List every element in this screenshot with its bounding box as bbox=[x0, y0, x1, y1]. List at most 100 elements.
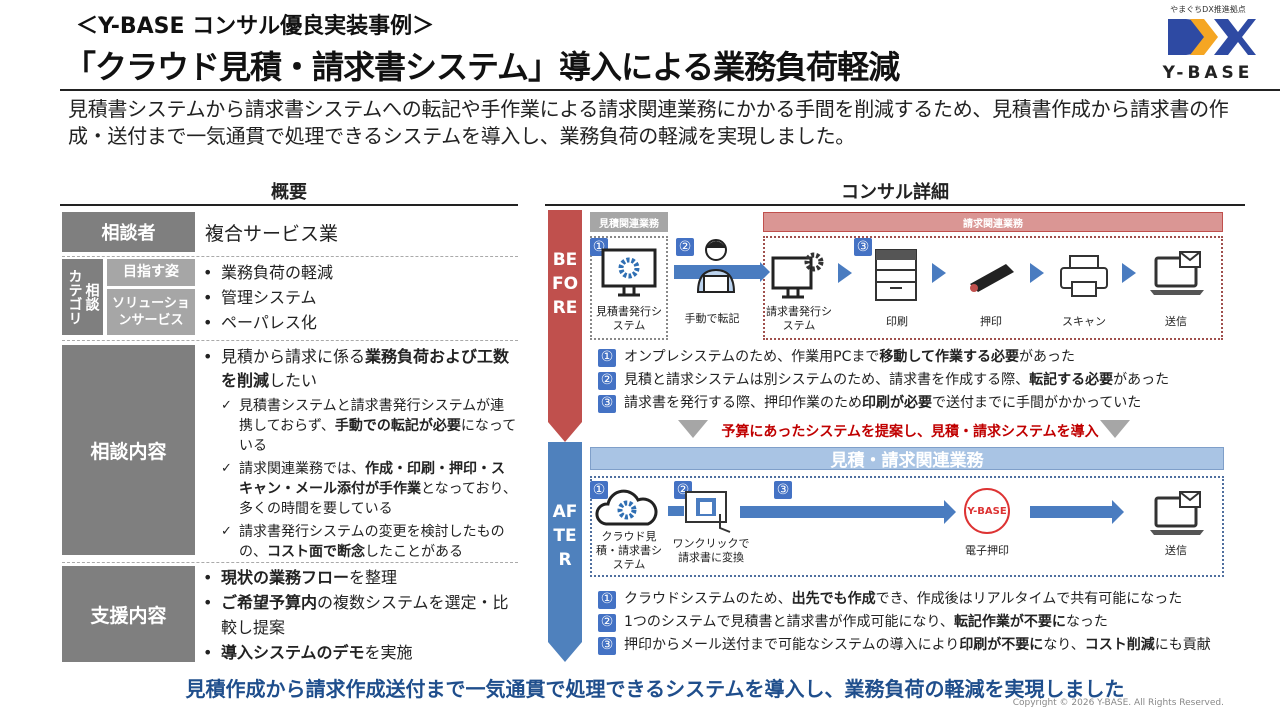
text-segment: の複数システムを選定・比較し提案 bbox=[221, 593, 509, 637]
flow-arrow bbox=[740, 500, 956, 524]
step-label: 送信 bbox=[1165, 544, 1187, 557]
step-label: 手動で転記 bbox=[684, 312, 740, 325]
text-segment: 請求書発行システムの変更を検討したものの、 bbox=[239, 524, 505, 560]
consult-check: 見積書システムと請求書発行システムが連携しておらず、手動での転記が必要になってい… bbox=[203, 396, 518, 456]
invoice-group-label: 請求関連業務 bbox=[763, 212, 1223, 232]
note-badge: ② bbox=[598, 613, 616, 632]
ybase-stamp-icon: Y-BASE bbox=[964, 488, 1010, 534]
before-note: 見積と請求システムは別システムのため、請求書を作成する際、転記する必要があった bbox=[624, 369, 1169, 392]
support-item: ご希望予算内の複数システムを選定・比較し提案 bbox=[203, 590, 518, 640]
estimate-group-box bbox=[590, 236, 668, 340]
step-label: 送信 bbox=[1165, 315, 1187, 328]
text-segment: クラウドシステムのため、 bbox=[624, 591, 792, 607]
step-label: 押印 bbox=[980, 315, 1002, 328]
down-triangle-icon bbox=[1100, 420, 1130, 438]
step-badge: ③ bbox=[854, 238, 872, 256]
stamp-icon bbox=[970, 264, 1014, 292]
category-sub-label: 相談 bbox=[83, 283, 100, 311]
step-label: 請求書発行システム bbox=[766, 305, 832, 332]
support-item: 現状の業務フローを整理 bbox=[203, 565, 518, 590]
step-label: スキャン bbox=[1062, 315, 1106, 328]
step-label: 電子押印 bbox=[965, 544, 1009, 557]
text-segment: でき、作成後はリアルタイムで共有可能になった bbox=[875, 591, 1183, 607]
text-segment: となっており、多くの時間を要している bbox=[239, 481, 517, 517]
note-badge: ② bbox=[598, 371, 616, 390]
dx-logo-icon bbox=[1168, 19, 1256, 55]
scanner-icon bbox=[1060, 255, 1108, 297]
emphasis-text: 印刷が不要に bbox=[959, 637, 1044, 653]
after-group-box bbox=[590, 476, 1224, 577]
text-segment: で送付までに手間がかかっていた bbox=[932, 395, 1142, 411]
emphasis-text: 印刷が必要 bbox=[862, 395, 932, 411]
copyright: Copyright © 2026 Y-BASE. All Rights Rese… bbox=[1012, 698, 1224, 708]
transition-text: 予算にあったシステムを提案し、見積・請求システムを導入 bbox=[721, 424, 1099, 440]
tablet-click-icon bbox=[685, 491, 731, 533]
laptop-mail-icon bbox=[1150, 251, 1204, 295]
text-segment: を整理 bbox=[349, 568, 398, 587]
logo-tagline: やまぐちDX推進拠点 bbox=[1170, 5, 1246, 14]
category-item: 管理システム bbox=[203, 285, 333, 310]
row-divider bbox=[62, 340, 518, 341]
text-segment: オンプレシステムのため、作業用PCまで bbox=[624, 349, 880, 365]
flow-arrow bbox=[1030, 500, 1124, 524]
emphasis-text: 転記作業が不要に bbox=[953, 614, 1066, 630]
text-segment: になっている bbox=[239, 418, 517, 454]
logo-name: Y-BASE bbox=[1162, 63, 1254, 83]
ybase-logo: やまぐちDX推進拠点 Y-BASE bbox=[1158, 4, 1258, 86]
arrow-icon bbox=[932, 263, 946, 283]
overview-heading: 概要 bbox=[271, 182, 307, 203]
conclusion-text: 見積作成から請求作成送付まで一気通貫で処理できるシステムを導入し、業務負荷の軽減… bbox=[185, 677, 1125, 701]
title-divider bbox=[60, 89, 1280, 91]
row-divider bbox=[62, 256, 518, 257]
before-after-arrows bbox=[548, 210, 582, 662]
arrow-icon bbox=[1122, 263, 1136, 283]
before-label: BEFORE bbox=[551, 250, 579, 318]
emphasis-text: ご希望予算内 bbox=[221, 593, 318, 612]
emphasis-text: 転記する必要 bbox=[1029, 372, 1114, 388]
note-badge: ① bbox=[598, 348, 616, 367]
text-segment: 見積と請求システムは別システムのため、請求書を作成する際、 bbox=[624, 372, 1030, 388]
step-label: ワンクリックで請求書に変換 bbox=[672, 537, 750, 564]
person-laptop-icon bbox=[696, 239, 736, 293]
row-divider bbox=[62, 562, 518, 563]
laptop-mail-icon bbox=[1150, 491, 1204, 535]
after-note: クラウドシステムのため、出先でも作成でき、作成後はリアルタイムで共有可能になった bbox=[624, 588, 1182, 611]
emphasis-text: 出先でも作成 bbox=[791, 591, 876, 607]
text-segment: があった bbox=[1113, 372, 1170, 388]
consult-label: 相談内容 bbox=[62, 345, 195, 555]
goal-label: 目指す姿 bbox=[107, 259, 195, 286]
consult-check: 請求書発行システムの変更を検討したものの、コスト面で断念したことがある bbox=[203, 522, 518, 562]
client-label: 相談者 bbox=[62, 212, 195, 252]
flow-arrow bbox=[668, 506, 684, 516]
emphasis-text: 手動での転記が必要 bbox=[334, 418, 461, 434]
note-badge: ③ bbox=[598, 394, 616, 413]
after-label: AFTER bbox=[552, 502, 578, 570]
step-label: 印刷 bbox=[886, 315, 908, 328]
support-item: 導入システムのデモを実施 bbox=[203, 640, 518, 665]
text-segment: したい bbox=[269, 371, 318, 390]
before-note: オンプレシステムのため、作業用PCまで移動して作業する必要があった bbox=[624, 346, 1075, 369]
support-label: 支援内容 bbox=[62, 566, 195, 662]
emphasis-text: 業務負荷および工数を削減 bbox=[221, 347, 510, 390]
text-segment: にも貢献 bbox=[1154, 637, 1211, 653]
step-badge: ① bbox=[590, 481, 608, 499]
step-label: 見積書発行システム bbox=[596, 305, 662, 332]
emphasis-text: 現状の業務フロー bbox=[221, 568, 350, 587]
category-item: ペーパレス化 bbox=[203, 310, 333, 335]
category-list: 業務負荷の軽減 管理システム ペーパレス化 bbox=[203, 260, 333, 335]
note-badge: ③ bbox=[598, 636, 616, 655]
text-segment: があった bbox=[1018, 349, 1075, 365]
category-item: 業務負荷の軽減 bbox=[203, 260, 333, 285]
before-note: 請求書を発行する際、押印作業のため印刷が必要で送付までに手間がかかっていた bbox=[624, 392, 1141, 415]
text-segment: 見積書システムと請求書発行システムが連携しておらず、 bbox=[239, 398, 505, 434]
client-value: 複合サービス業 bbox=[205, 223, 339, 245]
text-segment: なり、 bbox=[1043, 637, 1085, 653]
arrow-icon bbox=[1030, 263, 1044, 283]
down-triangle-icon bbox=[678, 420, 708, 438]
estimate-group-label: 見積関連業務 bbox=[590, 212, 668, 232]
cloud-gear-icon bbox=[595, 489, 658, 526]
emphasis-text: 導入システムのデモ bbox=[221, 643, 365, 662]
invoice-group-box bbox=[763, 236, 1223, 340]
solution-label: ソリューションサービス bbox=[107, 289, 195, 335]
